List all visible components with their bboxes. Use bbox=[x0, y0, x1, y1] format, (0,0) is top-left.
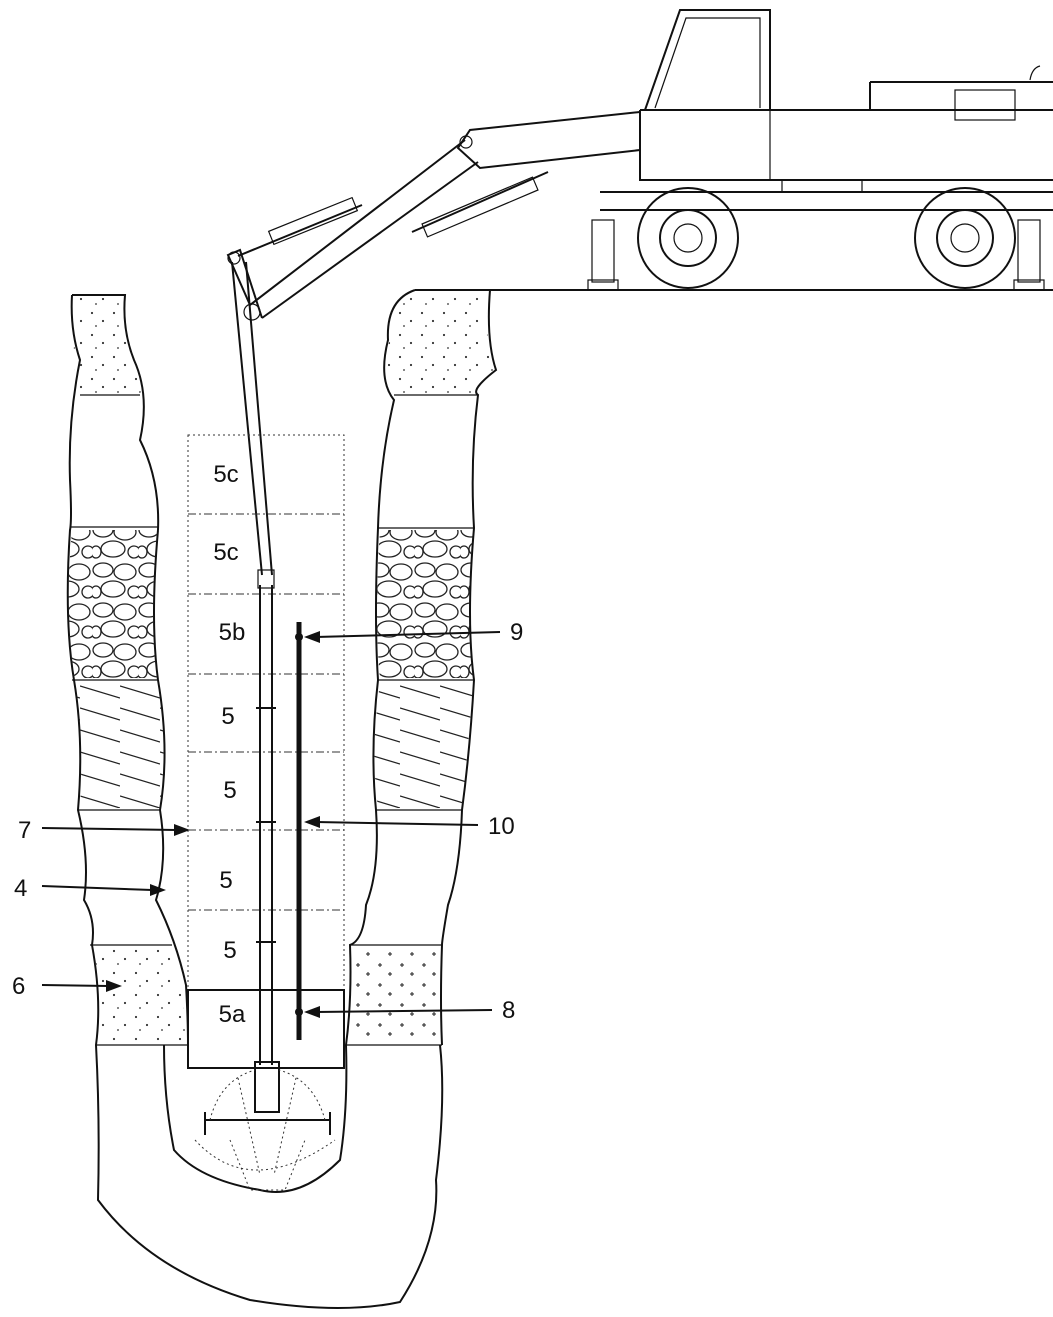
wheel-front bbox=[637, 187, 739, 289]
left-trench-wall bbox=[66, 294, 444, 1310]
excavator bbox=[226, 9, 1053, 576]
panel-stack bbox=[187, 434, 345, 1069]
segment-label-3: 5b bbox=[219, 619, 246, 646]
right-trench-wall bbox=[163, 289, 498, 1193]
grab-bucket bbox=[194, 1061, 336, 1191]
callout-8: 8 bbox=[304, 997, 515, 1024]
callout-10-label: 10 bbox=[488, 813, 515, 840]
segment-label-8: 5a bbox=[219, 1001, 246, 1028]
segment-label-2: 5c bbox=[213, 539, 238, 566]
callout-9-label: 9 bbox=[510, 619, 523, 646]
panel-5a-box bbox=[187, 989, 345, 1069]
callout-7-label: 7 bbox=[18, 817, 31, 844]
segment-label-5: 5 bbox=[223, 777, 236, 804]
callout-7: 7 bbox=[18, 817, 190, 844]
callout-6-label: 6 bbox=[12, 973, 25, 1000]
callout-8-label: 8 bbox=[502, 997, 515, 1024]
wheel-rear bbox=[914, 187, 1016, 289]
callout-10: 10 bbox=[304, 813, 515, 840]
callout-9: 9 bbox=[304, 619, 523, 646]
point-9 bbox=[295, 633, 303, 641]
point-8 bbox=[295, 1008, 303, 1016]
callout-4: 4 bbox=[14, 875, 166, 902]
segment-label-7: 5 bbox=[223, 937, 236, 964]
segment-label-6: 5 bbox=[219, 867, 232, 894]
callout-4-label: 4 bbox=[14, 875, 27, 902]
callout-6: 6 bbox=[12, 973, 122, 1000]
segment-label-4: 5 bbox=[221, 703, 234, 730]
guide-rod bbox=[256, 569, 276, 1065]
segment-label-1: 5c bbox=[213, 461, 238, 488]
